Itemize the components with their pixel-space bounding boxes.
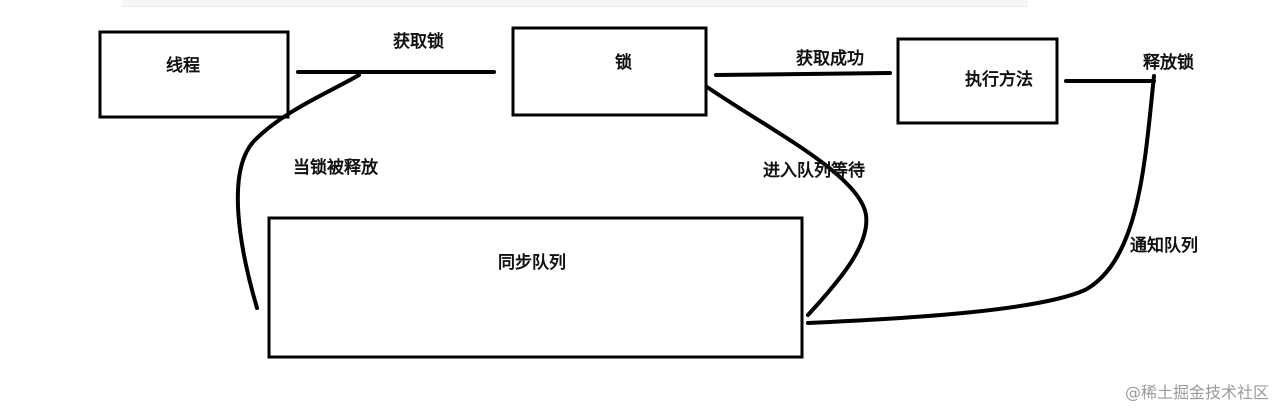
- thread-node-box: [98, 30, 290, 119]
- enter-queue-wait-label: 进入队列等待: [763, 161, 865, 181]
- lock-node-label: 锁: [615, 53, 632, 73]
- lock-node-box: [511, 26, 708, 117]
- edge-queue-to-thread: [235, 73, 361, 310]
- watermark-text: @稀土掘金技术社区: [1124, 383, 1269, 402]
- thread-node-label: 线程: [166, 56, 200, 76]
- sync-queue-node-box: [267, 216, 804, 359]
- acquire-lock-label: 获取锁: [393, 32, 444, 52]
- notify-queue-label: 通知队列: [1130, 236, 1198, 256]
- acquire-success-label: 获取成功: [796, 49, 864, 69]
- execute-node-label: 执行方法: [965, 70, 1033, 90]
- sync-queue-node-label: 同步队列: [498, 253, 566, 273]
- release-lock-label: 释放锁: [1143, 53, 1194, 73]
- edge-lock-to-execute: [714, 71, 892, 77]
- edge-lock-to-queue: [705, 85, 869, 317]
- when-released-label: 当锁被释放: [293, 158, 378, 178]
- top-edge-bar: [122, 0, 1028, 7]
- edge-notify-queue: [806, 74, 1156, 325]
- execute-node-box: [896, 37, 1059, 125]
